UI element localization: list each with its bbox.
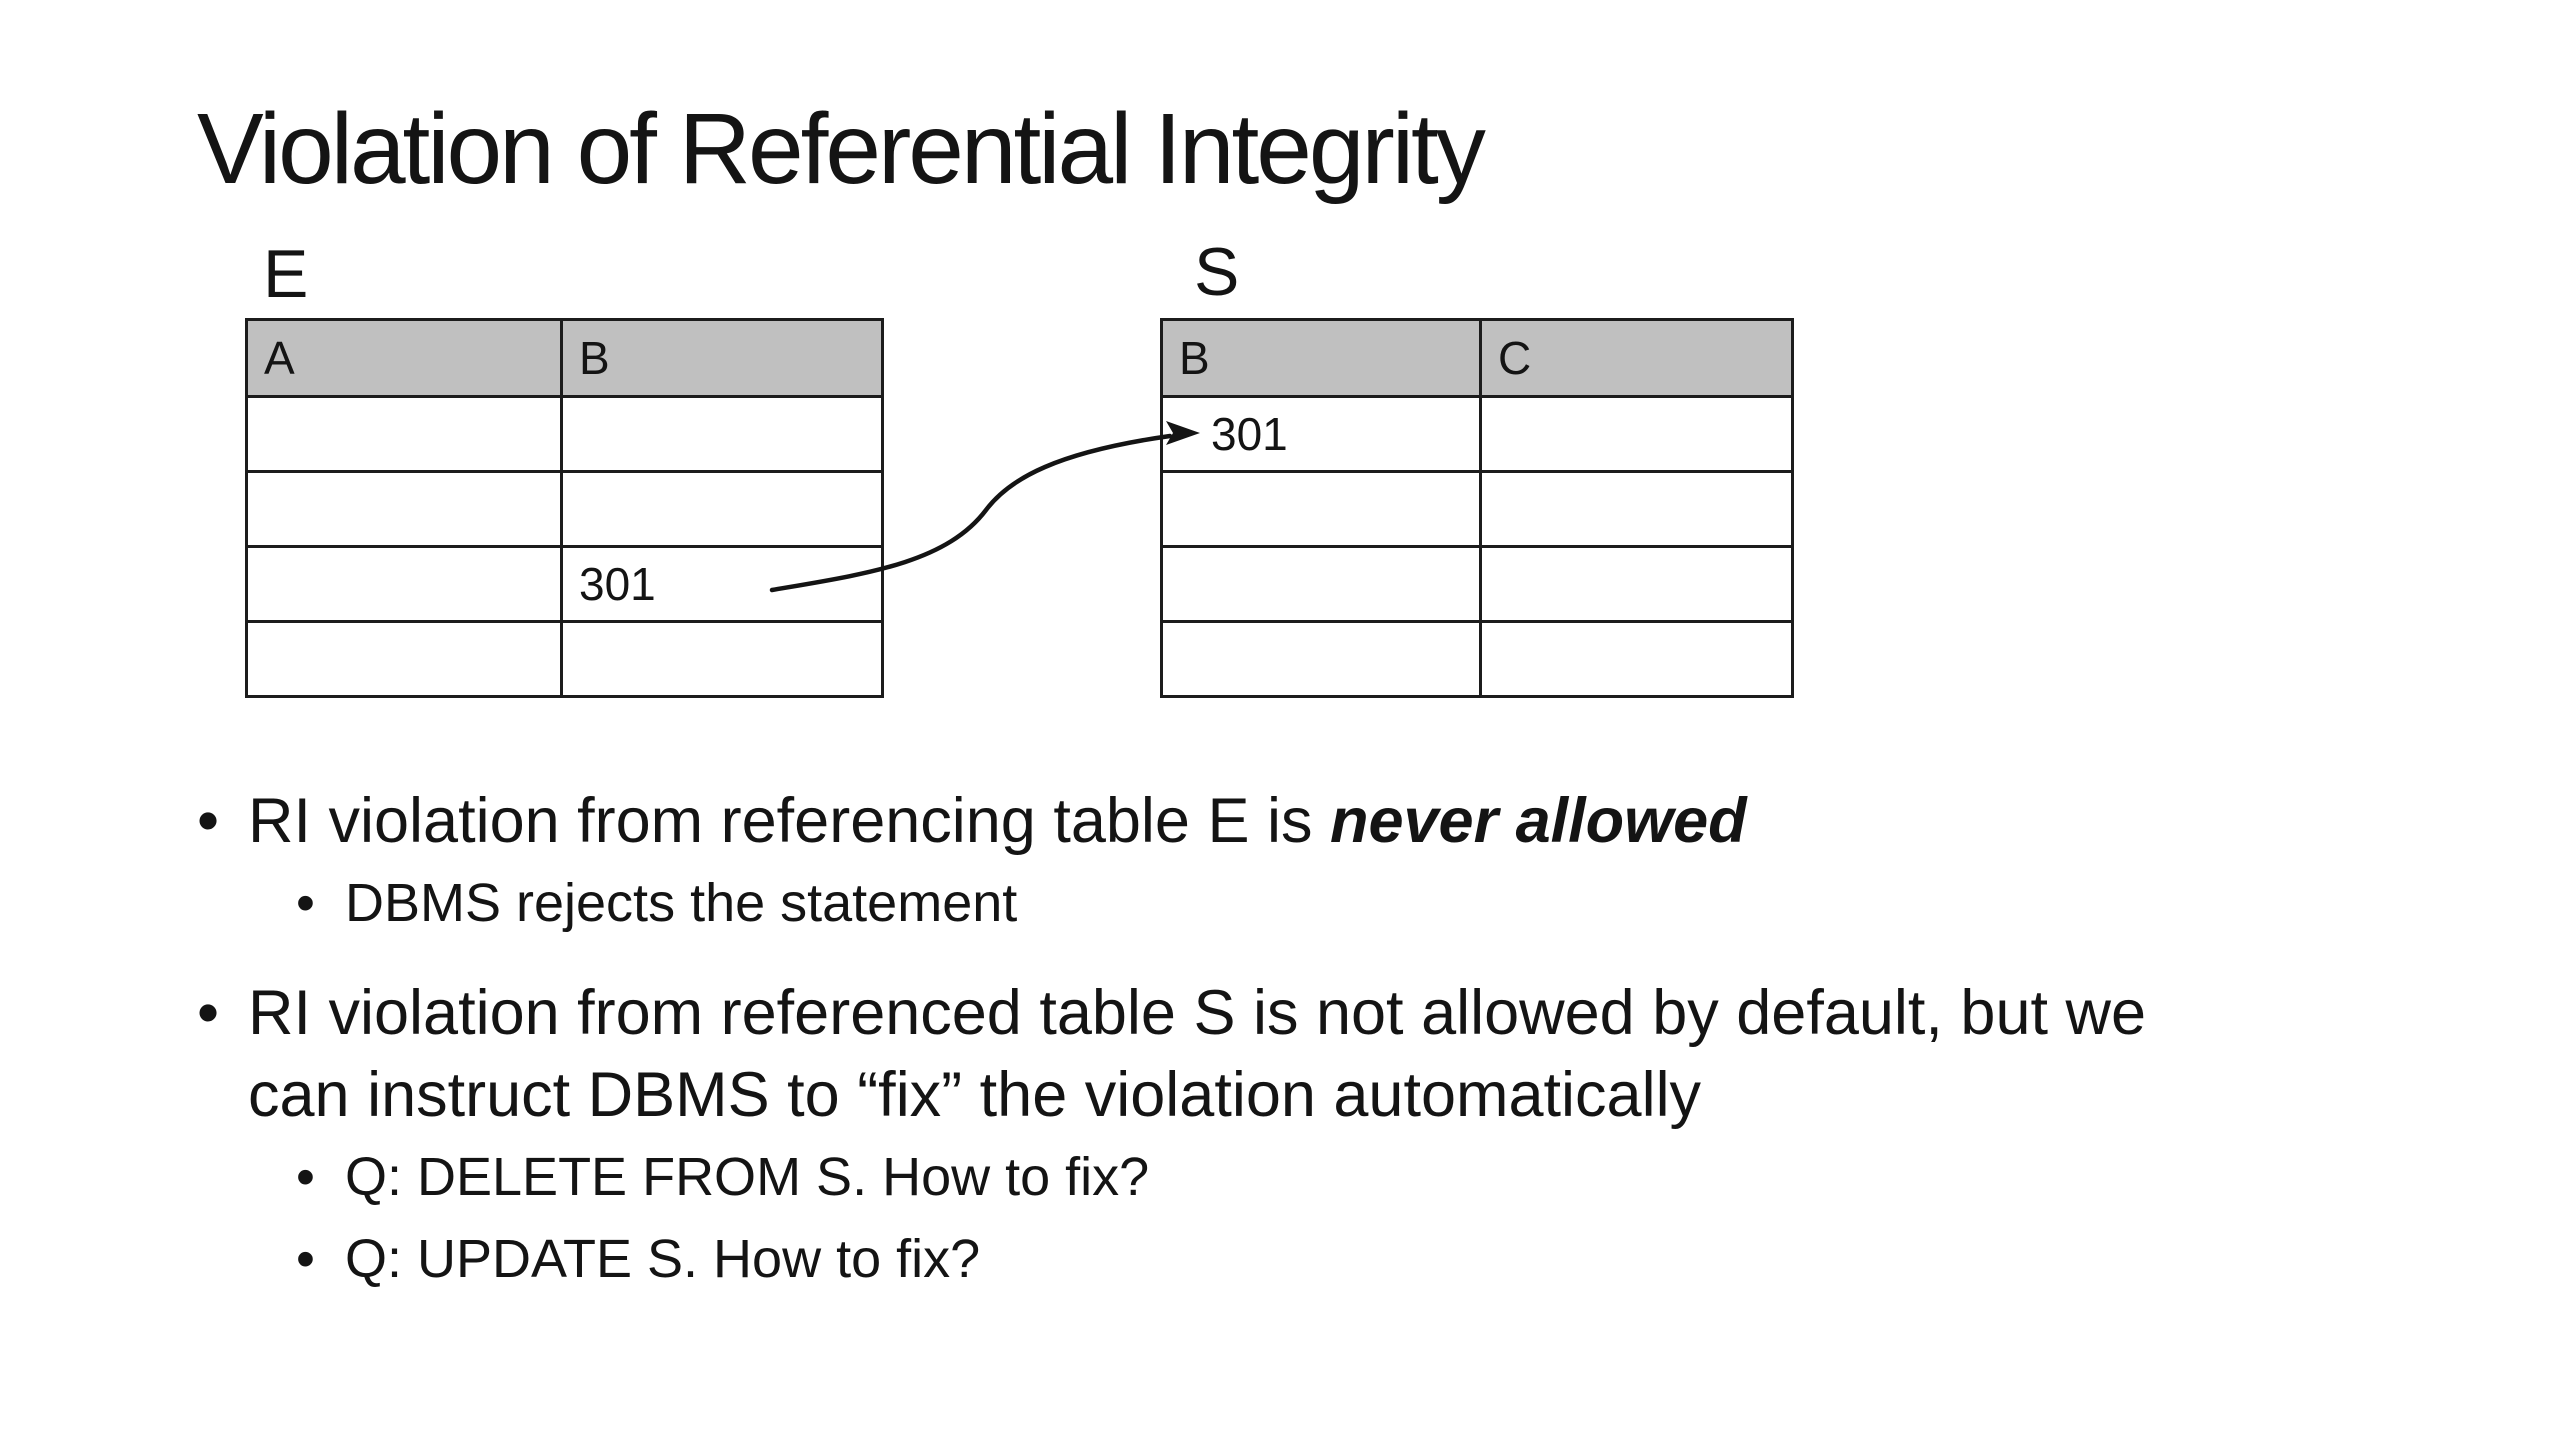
bullet-text-line: RI violation from referenced table S is …: [248, 972, 2412, 1054]
table-cell: [560, 470, 884, 548]
table-row: [1160, 470, 1794, 548]
text-segment: DBMS rejects the statement: [345, 873, 1018, 933]
table-cell: [560, 395, 884, 473]
bullet-item: • Q: UPDATE S. How to fix?: [197, 1218, 2412, 1300]
slide-title: Violation of Referential Integrity: [197, 93, 1486, 205]
column-header: B: [560, 318, 884, 398]
table-cell: [1160, 620, 1482, 698]
bullet-item: • RI violation from referencing table E i…: [197, 780, 2412, 862]
table-cell: [1160, 545, 1482, 623]
table-cell: [1479, 395, 1794, 473]
table-row: [1160, 620, 1794, 698]
bullet-text: Q: DELETE FROM S. How to fix?: [345, 1136, 2412, 1218]
table-cell: [1160, 470, 1482, 548]
bullet-text-line: RI violation from referencing table E is…: [248, 780, 2412, 862]
bullet-text: RI violation from referencing table E is…: [248, 780, 2412, 862]
table-cell: [1479, 470, 1794, 548]
bullet-item: • RI violation from referenced table S is…: [197, 972, 2412, 1136]
table-cell: [245, 620, 563, 698]
table-cell: [1479, 620, 1794, 698]
bullet-text-line: Q: DELETE FROM S. How to fix?: [345, 1136, 2412, 1218]
column-header: A: [245, 318, 563, 398]
text-segment: can instruct DBMS to “fix” the violation…: [248, 1060, 1702, 1130]
bullet-text: Q: UPDATE S. How to fix?: [345, 1218, 2412, 1300]
bullet-item: • Q: DELETE FROM S. How to fix?: [197, 1136, 2412, 1218]
table-cell: 301: [1160, 395, 1482, 473]
bullet-item: • DBMS rejects the statement: [197, 862, 2412, 944]
table-row: [245, 395, 884, 473]
text-segment: RI violation from referenced table S is …: [248, 978, 2147, 1048]
text-segment: RI violation from referencing table E is: [248, 786, 1330, 856]
table-cell: [560, 620, 884, 698]
table-row: [245, 470, 884, 548]
emphasized-text: never allowed: [1329, 786, 1747, 856]
text-segment: Q: UPDATE S. How to fix?: [345, 1229, 981, 1289]
bullet-marker-icon: •: [197, 786, 220, 856]
column-header: B: [1160, 318, 1482, 398]
text-segment: Q: DELETE FROM S. How to fix?: [345, 1147, 1150, 1207]
bullet-text-line: can instruct DBMS to “fix” the violation…: [248, 1054, 2412, 1136]
table-cell: [245, 470, 563, 548]
bullet-text: DBMS rejects the statement: [345, 862, 2412, 944]
table-cell: [245, 395, 563, 473]
table-e-label: E: [263, 236, 309, 312]
table-cell: [1479, 545, 1794, 623]
bullet-text: RI violation from referenced table S is …: [248, 972, 2412, 1136]
table-cell: [245, 545, 563, 623]
table-row: 301: [1160, 395, 1794, 473]
table-cell: 301: [560, 545, 884, 623]
table-row: [245, 620, 884, 698]
bullet-list: • RI violation from referencing table E i…: [197, 780, 2412, 1300]
bullet-marker-icon: •: [197, 978, 220, 1048]
table-s-label: S: [1194, 234, 1240, 310]
bullet-marker-icon: •: [296, 873, 315, 933]
column-header: C: [1479, 318, 1794, 398]
table-row: [1160, 545, 1794, 623]
bullet-marker-icon: •: [296, 1147, 315, 1207]
bullet-text-line: Q: UPDATE S. How to fix?: [345, 1218, 2412, 1300]
table-row: 301: [245, 545, 884, 623]
bullet-text-line: DBMS rejects the statement: [345, 862, 2412, 944]
bullet-marker-icon: •: [296, 1229, 315, 1289]
